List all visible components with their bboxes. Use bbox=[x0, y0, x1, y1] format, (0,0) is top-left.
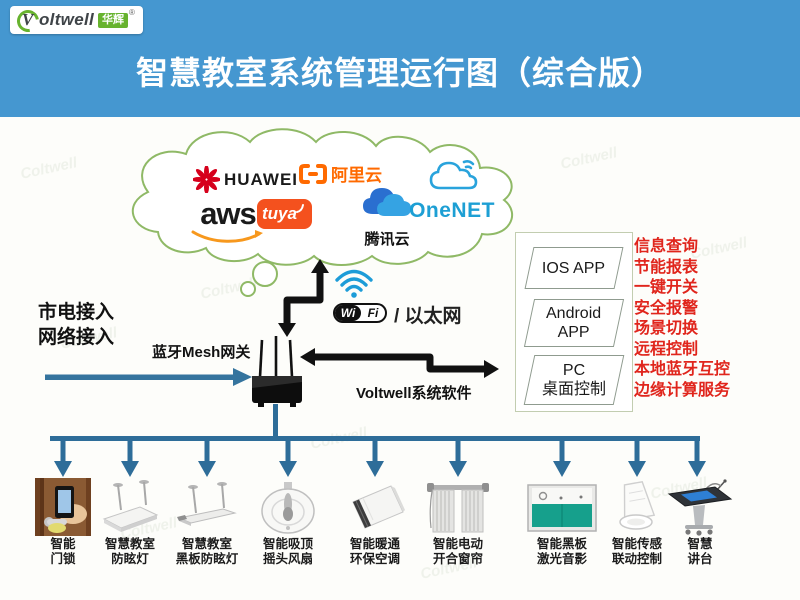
feature-item: 安全报警 bbox=[634, 299, 699, 317]
huawei-label: HUAWEI bbox=[224, 169, 298, 189]
voltwell-software-label: Voltwell系统软件 bbox=[356, 385, 472, 402]
tencent-cloud-icon bbox=[363, 188, 411, 216]
huawei-logo: HUAWEI bbox=[193, 166, 298, 193]
aws-logo: aws bbox=[186, 198, 270, 250]
feature-item: 远程控制 bbox=[634, 340, 699, 358]
aws-smile-icon bbox=[191, 230, 263, 243]
hvac-ac-image bbox=[352, 485, 405, 529]
laser-board-image bbox=[527, 484, 597, 532]
cloud-link-arrow bbox=[278, 259, 329, 337]
ethernet-label: / 以太网 bbox=[394, 306, 462, 327]
tuya-label: tuya bbox=[262, 204, 297, 223]
device-sensor: 智能传感联动控制 bbox=[597, 478, 677, 567]
wifi-badge: Wi Fi bbox=[333, 303, 387, 323]
android-app-box: Android APP bbox=[523, 299, 625, 347]
device-hvac-ac: 智能暖通环保空调 bbox=[335, 478, 415, 567]
bus-drop-arrows bbox=[54, 438, 706, 477]
device-door-lock: 智能门锁 bbox=[23, 478, 103, 567]
control-apps-panel: IOS APP Android APP PC 桌面控制 bbox=[515, 232, 633, 412]
sensor-image bbox=[619, 480, 656, 530]
wifi-badge-fi: Fi bbox=[367, 306, 379, 320]
device-podium: 智慧讲台 bbox=[660, 478, 740, 567]
aliyun-bracket-icon bbox=[299, 163, 327, 184]
feature-item: 信息查询 bbox=[634, 238, 699, 255]
onenet-label: OneNET bbox=[409, 199, 495, 222]
watermark-text: Coltwell bbox=[308, 424, 369, 453]
tuya-signal-icon bbox=[295, 204, 304, 213]
wifi-signal-icon bbox=[335, 269, 373, 298]
brand-badge: 华辉 bbox=[98, 12, 128, 28]
device-bus bbox=[50, 404, 706, 477]
feature-item: 一键开关 bbox=[634, 279, 699, 296]
brand-logo: V oltwell 华辉 ® bbox=[10, 5, 143, 37]
header-bar: 智慧教室系统管理运行图（综合版） bbox=[0, 0, 800, 117]
aliyun-logo: 阿里云 bbox=[298, 161, 382, 186]
ios-app-box: IOS APP bbox=[524, 247, 624, 289]
ceiling-fan-image bbox=[261, 482, 315, 534]
feature-item: 本地蓝牙互控 bbox=[634, 361, 731, 378]
watermark-text: Coltwell bbox=[198, 274, 259, 303]
thought-bubble-small bbox=[240, 281, 256, 297]
onenet-cloud-icon bbox=[429, 160, 478, 190]
feature-item: 场景切换 bbox=[634, 320, 699, 337]
power-network-input-label: 市电接入 网络接入 bbox=[38, 302, 115, 348]
watermark-text: Coltwell bbox=[558, 144, 619, 173]
pc-desktop-box: PC 桌面控制 bbox=[523, 355, 625, 405]
registered-mark: ® bbox=[129, 8, 135, 17]
aws-label: aws bbox=[200, 196, 257, 231]
page-title: 智慧教室系统管理运行图（综合版） bbox=[135, 55, 664, 91]
brand-logo-icon: V bbox=[12, 5, 44, 37]
device-laser-board: 智能黑板激光音影 bbox=[522, 478, 602, 567]
software-link-arrow bbox=[300, 348, 499, 378]
tencent-cloud-logo: 腾讯云 bbox=[352, 180, 422, 249]
aliyun-label: 阿里云 bbox=[331, 166, 382, 185]
device-curtain: 智能电动开合窗帘 bbox=[418, 478, 498, 567]
tencent-cloud-label: 腾讯云 bbox=[364, 231, 410, 248]
feature-item: 节能报表 bbox=[634, 258, 699, 276]
device-panel-light: 智慧教室防眩灯 bbox=[90, 478, 170, 567]
onenet-logo: OneNET bbox=[406, 156, 498, 223]
wifi-badge-wi: Wi bbox=[335, 305, 361, 321]
bluetooth-mesh-gateway-label: 蓝牙Mesh网关 bbox=[152, 344, 251, 361]
podium-image bbox=[667, 479, 733, 536]
feature-item: 边缘计算服务 bbox=[634, 381, 731, 399]
curtain-image bbox=[427, 483, 489, 533]
device-ceiling-fan: 智能吸顶摇头风扇 bbox=[248, 478, 328, 567]
feature-list: 信息查询 节能报表 一键开关 安全报警 场景切换 远程控制 本地蓝牙互控 边缘计… bbox=[634, 237, 774, 401]
blackboard-light-image bbox=[177, 482, 237, 526]
brand-name: oltwell bbox=[39, 10, 94, 29]
huawei-flower-icon bbox=[193, 166, 220, 193]
watermark-text: Coltwell bbox=[18, 154, 79, 183]
power-input-arrow bbox=[45, 368, 252, 386]
door-lock-image bbox=[35, 478, 91, 536]
gateway-router-image bbox=[252, 336, 302, 407]
device-blackboard-light: 智慧教室黑板防眩灯 bbox=[167, 478, 247, 567]
panel-light-image bbox=[102, 480, 159, 532]
thought-bubble-large bbox=[252, 261, 278, 287]
tuya-logo: tuya bbox=[257, 199, 312, 229]
